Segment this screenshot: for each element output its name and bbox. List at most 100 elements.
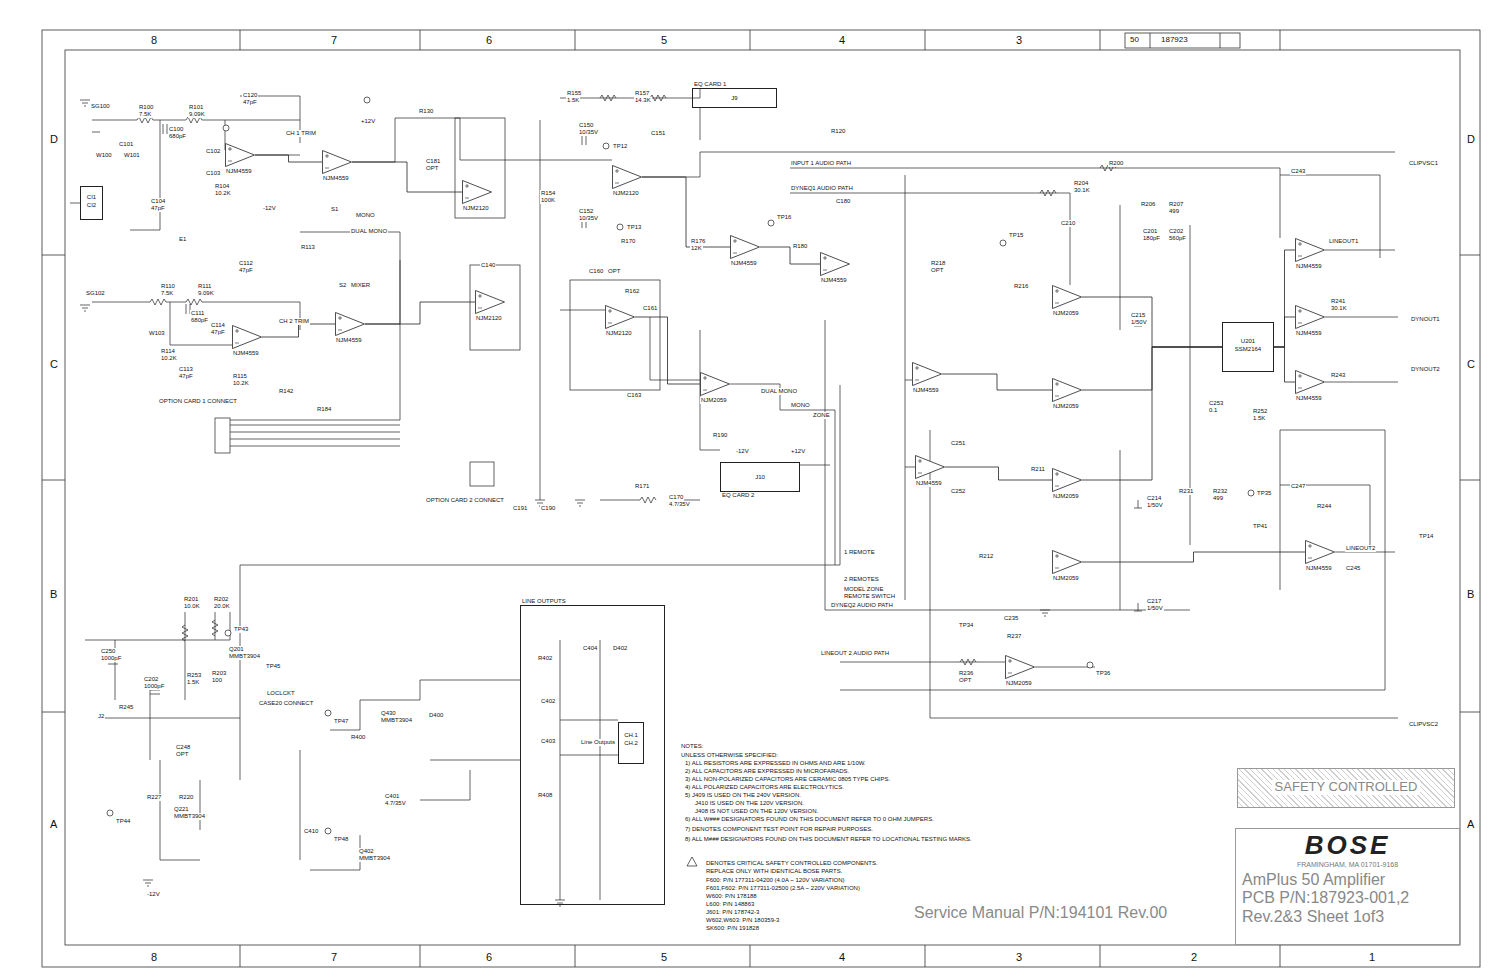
wire-connector [635, 317, 700, 384]
part-label: R111 [197, 283, 212, 290]
part-label: SG100 [90, 103, 111, 110]
part-label: R101 [188, 104, 204, 111]
part-label: OPT [175, 751, 189, 758]
part-label: UNLESS OTHERWISE SPECIFIED: [680, 752, 779, 759]
part-label: 10.2K [214, 190, 232, 197]
opamp-triangle [701, 373, 730, 396]
wire-connector [1274, 317, 1295, 347]
part-label: R211 [1030, 466, 1046, 473]
part-label: R184 [316, 406, 332, 413]
part-label: R180 [792, 243, 808, 250]
part-label: DYNEQ1 AUDIO PATH [790, 185, 854, 192]
part-label: C252 [950, 488, 966, 495]
part-label: 1) ALL RESISTORS ARE EXPRESSED IN OHMS A… [684, 760, 867, 767]
opamp-symbol: NJM4559 [232, 325, 262, 349]
part-label: C201 [1142, 228, 1158, 235]
node-text: CI2 [86, 202, 97, 209]
part-label: 10.2K [160, 355, 178, 362]
input-marks [615, 169, 619, 183]
node-text: NJM4559 [1295, 263, 1323, 270]
part-label: 10.2K [232, 380, 250, 387]
part-label: C104 [150, 198, 166, 205]
part-label: R245 [118, 704, 134, 711]
part-label: 2 [1190, 951, 1198, 963]
part-label: OPT [607, 268, 621, 275]
input-marks [1008, 659, 1012, 673]
part-label: C401 [384, 793, 400, 800]
part-label: SK600: P/N 191828 [705, 925, 760, 932]
opamp-triangle [1053, 286, 1082, 309]
opamp-symbol: NJM4559 [912, 362, 942, 386]
connector-box: CI1CI2 [80, 186, 103, 220]
part-label: F600: P/N 177311-04200 (4.0A ~ 120V VARI… [705, 877, 846, 884]
part-label: R162 [624, 288, 640, 295]
part-label: C202 [1168, 228, 1184, 235]
opamp-symbol: NJM4559 [820, 252, 850, 276]
part-label: C190 [540, 505, 556, 512]
opamp-outline [225, 143, 255, 167]
opamp-symbol: NJM2120 [475, 290, 505, 314]
part-label: A [1466, 818, 1475, 830]
part-label: OPT [425, 165, 439, 172]
ic-outline [455, 118, 505, 218]
node-text: NJM4559 [225, 168, 253, 175]
part-label: 2) ALL CAPACITORS ARE EXPRESSED IN MICRO… [684, 768, 850, 775]
part-label: 4.7/35V [668, 501, 691, 508]
opamp-symbol: NJM4559 [1295, 238, 1325, 262]
part-label: R115 [232, 373, 248, 380]
part-label: CH 1 TRIM [285, 130, 317, 137]
test-points [107, 97, 1254, 834]
input-marks [1298, 309, 1302, 323]
test-point [603, 143, 609, 149]
part-label: 1000pF [100, 655, 122, 662]
part-label: TP47 [333, 718, 349, 725]
part-label: R236 [958, 670, 974, 677]
part-label: 47pF [178, 373, 194, 380]
part-label: R241 [1330, 298, 1346, 305]
part-label: 180pF [1142, 235, 1161, 242]
node-text: SAFETY CONTROLLED [1272, 780, 1421, 795]
node-text: NJM2059 [1052, 493, 1080, 500]
part-label: CLIPVSC2 [1408, 721, 1439, 728]
part-label: C410 [303, 828, 319, 835]
test-point [225, 630, 231, 636]
resistor-symbols [137, 95, 1116, 665]
part-label: R243 [1330, 372, 1346, 379]
part-label: 30.1K [1330, 305, 1348, 312]
part-label: DYNEQ2 AUDIO PATH [830, 602, 894, 609]
test-point [325, 828, 331, 834]
part-label: TP41 [1252, 523, 1268, 530]
node-text: NJM4559 [232, 350, 260, 357]
part-label: R113 [300, 244, 316, 251]
part-label: 1.5K [186, 679, 200, 686]
part-label: 10.0K [183, 603, 201, 610]
part-label: R227 [146, 794, 162, 801]
part-label: R130 [418, 108, 434, 115]
node-text: Line Outputs [580, 739, 616, 746]
part-label: MMBT3904 [173, 813, 206, 820]
opamp-triangle [1053, 469, 1082, 492]
opamp-triangle [1053, 379, 1082, 402]
part-label: C217 [1146, 598, 1162, 605]
part-label: 100 [211, 677, 223, 684]
part-label: TP48 [333, 836, 349, 843]
part-label: C191 [512, 505, 528, 512]
part-label: 47pF [150, 205, 166, 212]
part-label: C112 [238, 260, 254, 267]
part-label: C111 [190, 310, 205, 317]
part-label: TP13 [626, 224, 642, 231]
part-label: 5 [660, 951, 668, 963]
part-label: D [1466, 133, 1476, 145]
part-label: B [1466, 588, 1475, 600]
part-label: 560pF [1168, 235, 1187, 242]
wire-connector [1274, 347, 1295, 382]
opamp-symbol: NJM4559 [915, 455, 945, 479]
part-label: A [49, 818, 58, 830]
part-label: +12V [790, 448, 806, 455]
part-label: S1 [330, 206, 339, 213]
part-label: 6) ALL W### DESIGNATORS FOUND ON THIS DO… [684, 816, 935, 823]
part-label: TP45 [265, 663, 281, 670]
part-label: +12V [360, 118, 376, 125]
part-label: 9.09K [188, 111, 206, 118]
part-label: W602,W603: P/N 180359-3 [705, 917, 780, 924]
